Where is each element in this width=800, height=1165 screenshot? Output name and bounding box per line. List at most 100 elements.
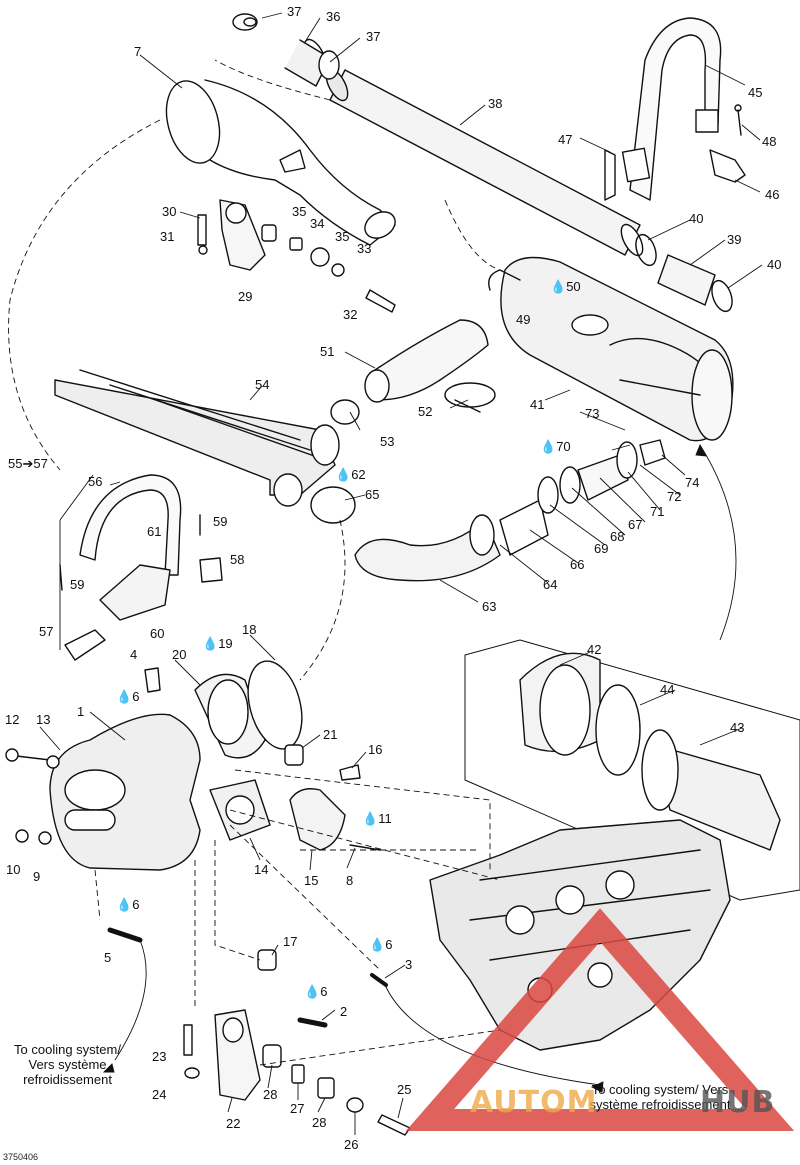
callout-9: 9 (33, 869, 41, 884)
callout-70: 💧70 (540, 439, 571, 454)
callout-4: 4 (130, 647, 138, 662)
adapter-parts (209, 779, 381, 851)
callout-27: 27 (290, 1101, 305, 1116)
callout-43: 43 (730, 720, 745, 735)
callout-2: 2 (340, 1004, 348, 1019)
callout-3: 3 (405, 957, 413, 972)
callout-29: 29 (238, 289, 253, 304)
callout-36: 36 (326, 9, 341, 24)
callout-28: 28 (312, 1115, 327, 1130)
callout-35: 35 (335, 229, 350, 244)
callout-15: 15 (304, 873, 319, 888)
callout-61: 61 (147, 524, 162, 539)
muffler-detail-box (464, 639, 800, 901)
clamps-and-sleeve (635, 233, 733, 313)
callout-74: 74 (685, 475, 700, 490)
hose-51 (364, 319, 496, 413)
exhaust-manifold-1 (5, 713, 201, 871)
callout-56: 56 (88, 474, 103, 489)
callout-65: 65 (365, 487, 380, 502)
callout-5: 5 (104, 950, 112, 965)
figure-id: 3750406 (3, 1152, 39, 1162)
callout-54: 54 (255, 377, 270, 392)
callout-39: 39 (727, 232, 742, 247)
callout-25: 25 (397, 1082, 412, 1097)
callout-20: 20 (172, 647, 187, 662)
callout-13: 13 (36, 712, 51, 727)
callout-22: 22 (226, 1116, 241, 1131)
callout-14: 14 (254, 862, 269, 877)
cooling-system-note-left: To cooling system/ Vers système refroidi… (14, 1042, 121, 1087)
watermark-text-hub: HUB (700, 1085, 776, 1120)
watermark-text-auto: AUTOM (470, 1085, 598, 1120)
callout-59: 59 (213, 514, 228, 529)
callout-24: 24 (152, 1087, 167, 1102)
callout-60: 60 (150, 626, 165, 641)
callout-72: 72 (667, 489, 682, 504)
callout-55-57: 55➔57 (8, 456, 48, 471)
bracket-22-hardware (183, 1009, 411, 1136)
watermark-logo (405, 908, 795, 1131)
cooling-system-note-right: To cooling system/ Vers système refroidi… (589, 1082, 731, 1112)
callout-44: 44 (660, 682, 675, 697)
callout-68: 68 (610, 529, 625, 544)
bracket-29-hardware (197, 199, 396, 313)
callout-66: 66 (570, 557, 585, 572)
callout-47: 47 (558, 132, 573, 147)
callout-37: 37 (366, 29, 381, 44)
small-fittings (107, 667, 388, 1028)
callout-8: 8 (346, 873, 354, 888)
callout-62: 💧62 (335, 467, 366, 482)
callout-64: 64 (543, 577, 558, 592)
callout-51: 51 (320, 344, 335, 359)
callout-17: 17 (283, 934, 298, 949)
callout-58: 58 (230, 552, 245, 567)
callout-50: 💧50 (550, 279, 581, 294)
muffler-strap-part (621, 17, 722, 201)
callout-18: 18 (242, 622, 257, 637)
callout-45: 45 (748, 85, 763, 100)
callout-6: 💧6 (369, 937, 393, 952)
callout-67: 67 (628, 517, 643, 532)
callout-28: 28 (263, 1087, 278, 1102)
callout-16: 16 (368, 742, 383, 757)
callout-33: 33 (357, 241, 372, 256)
callout-6: 💧6 (116, 689, 140, 704)
callout-52: 52 (418, 404, 433, 419)
callout-40: 40 (767, 257, 782, 272)
callout-40: 40 (689, 211, 704, 226)
callout-73: 73 (585, 406, 600, 421)
callout-21: 21 (323, 727, 338, 742)
callout-6: 💧6 (116, 897, 140, 912)
strap-brackets (604, 104, 746, 201)
callout-49: 49 (516, 312, 531, 327)
callout-34: 34 (310, 216, 325, 231)
callout-11: 💧11 (362, 811, 392, 826)
callout-30: 30 (162, 204, 177, 219)
callout-48: 48 (762, 134, 777, 149)
callout-59: 59 (70, 577, 85, 592)
callout-35: 35 (292, 204, 307, 219)
callout-46: 46 (765, 187, 780, 202)
leader-lines (39, 12, 763, 1135)
callout-37: 37 (287, 4, 302, 19)
resonator-pipe-part (165, 79, 396, 246)
callout-69: 69 (594, 541, 609, 556)
callout-12: 12 (5, 712, 20, 727)
callout-10: 10 (6, 862, 21, 877)
callout-19: 💧19 (202, 636, 233, 651)
callout-6: 💧6 (304, 984, 328, 999)
callout-23: 23 (152, 1049, 167, 1064)
callout-26: 26 (344, 1137, 359, 1152)
callout-31: 31 (160, 229, 175, 244)
flange-20-gasket-18 (194, 660, 303, 759)
callout-42: 42 (587, 642, 602, 657)
exhaust-manifold-pipes (54, 369, 360, 524)
manifold-support (59, 474, 223, 661)
callout-57: 57 (39, 624, 54, 639)
callout-63: 63 (482, 599, 497, 614)
callout-41: 41 (530, 397, 545, 412)
hose-63-and-seals (354, 439, 666, 582)
callout-7: 7 (134, 44, 142, 59)
